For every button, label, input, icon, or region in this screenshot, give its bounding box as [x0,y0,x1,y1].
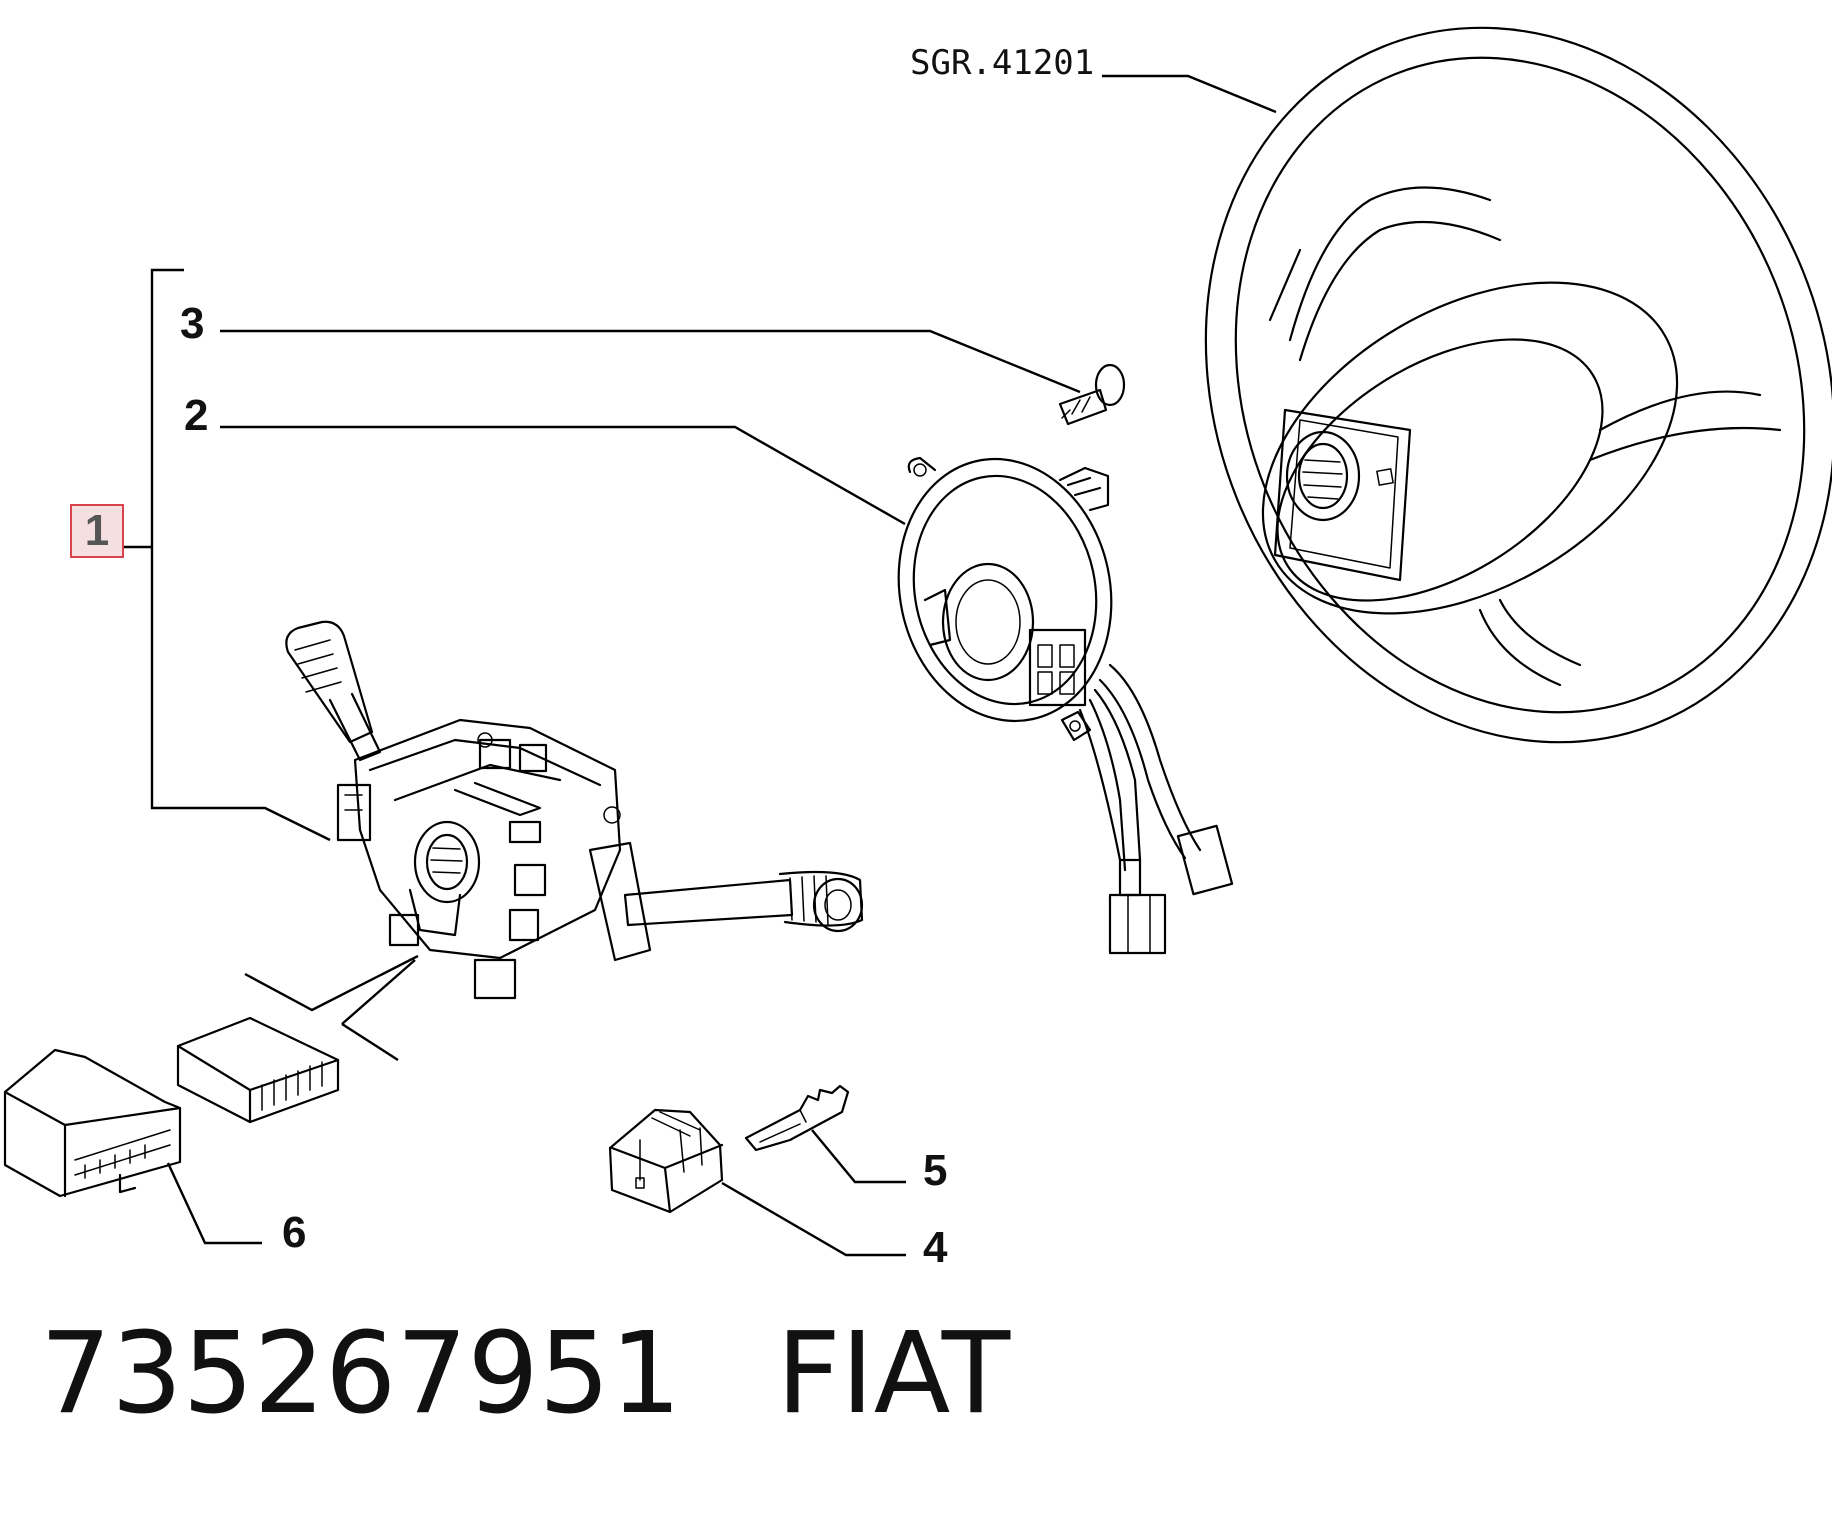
brand-name: FIAT [776,1309,1011,1439]
leader-6 [166,1162,262,1245]
callout-5: 5 [923,1146,947,1195]
callout-2: 2 [184,391,208,440]
leader-steering-wheel [1102,74,1277,114]
leader-4 [721,1181,906,1257]
connector-block-middle [176,1016,340,1124]
callout-6: 6 [282,1208,306,1257]
screw [1058,363,1126,426]
combination-switch [285,620,864,1000]
callout-1-highlighted[interactable]: 1 [70,504,124,558]
terminal-5 [744,1084,850,1152]
steering-wheel [1204,26,1832,744]
leader-2 [220,425,906,526]
connector-6 [3,1048,182,1198]
connector-housing-4 [608,1108,724,1214]
bracket-group-1 [150,268,331,842]
reference-code: SGR.41201 [910,43,1094,83]
connector-cut-lines [244,954,419,1062]
clock-spring [897,456,1234,955]
part-number: 735267951 [40,1309,682,1439]
callout-4: 4 [923,1223,948,1272]
callout-3: 3 [180,299,204,348]
leader-5 [811,1129,906,1184]
leader-3 [220,329,1081,394]
